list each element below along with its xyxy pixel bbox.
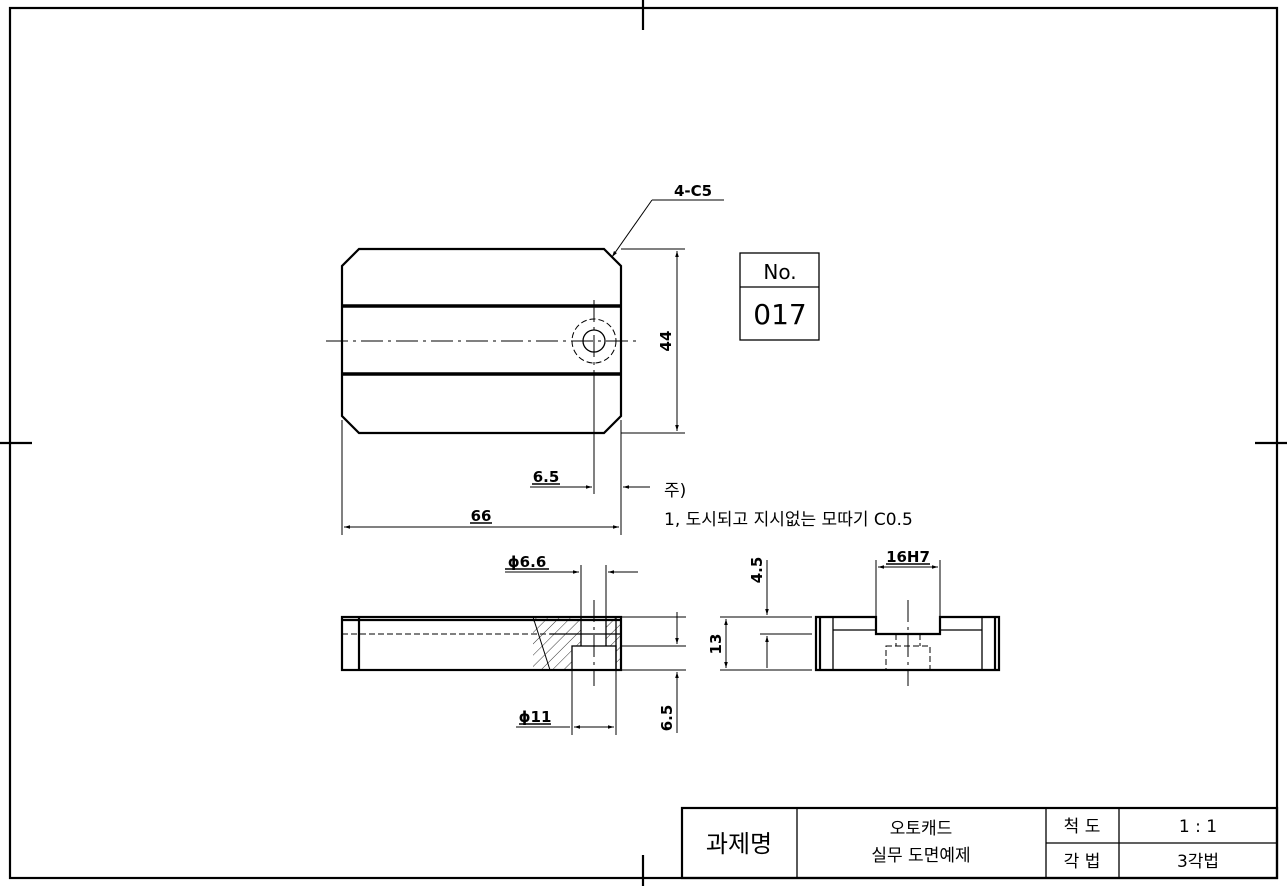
number-box-frame: [739, 252, 820, 341]
number-label: No.: [763, 260, 796, 284]
dim-counterbore-depth: 6.5: [658, 705, 676, 732]
title-block: 과제명 오토캐드 실무 도면예제 척 도 1 : 1 각 법 3각법: [680, 806, 1279, 880]
tb-scale-value: 1 : 1: [1179, 817, 1217, 837]
tb-title-line-2: 실무 도면예제: [871, 846, 970, 866]
top-view: 44 66 6.5 4-C5: [326, 182, 724, 535]
counterbore-hidden-circle: [571, 318, 617, 364]
dim-through-hole-dia: ϕ6.6: [508, 553, 547, 571]
chamfer-callout: 4-C5: [674, 182, 712, 200]
dim-6-5-top: 6.5: [533, 468, 560, 486]
tb-task-label: 과제명: [706, 830, 772, 858]
front-view: ϕ6.6 ϕ11 6.5: [340, 553, 686, 735]
tb-scale-label: 척 도: [1064, 817, 1101, 837]
tb-title-line-1: 오토캐드: [890, 819, 953, 839]
top-view-outline: [340, 247, 623, 435]
tb-method-label: 각 법: [1064, 852, 1101, 872]
dim-slot-width: 16H7: [886, 548, 930, 566]
side-view: 16H7 13 4.5: [707, 548, 1001, 686]
number-value: 017: [753, 298, 806, 331]
chamfer-leader: [611, 199, 653, 258]
tb-method-value: 3각법: [1177, 852, 1219, 872]
through-hole-circle: [582, 329, 606, 353]
note-heading: 주): [664, 481, 686, 501]
dim-thickness: 13: [707, 634, 725, 655]
dim-44: 44: [657, 331, 675, 352]
dim-slot-depth: 4.5: [748, 557, 766, 584]
note-line-1: 1, 도시되고 지시없는 모따기 C0.5: [664, 510, 913, 530]
dim-counterbore-dia: ϕ11: [519, 708, 552, 726]
drawing-border: [8, 6, 1279, 880]
dim-66: 66: [471, 507, 492, 525]
section-break-line: [532, 616, 551, 671]
front-view-outline: [340, 615, 623, 672]
number-box: No. 017: [739, 252, 820, 341]
